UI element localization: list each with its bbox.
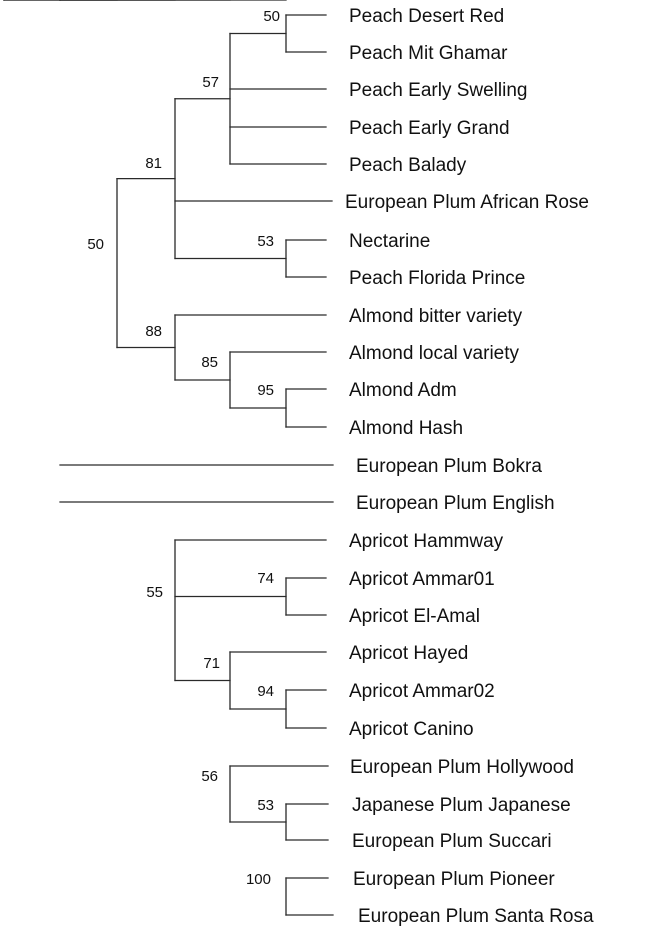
leaf-label: Peach Florida Prince (349, 268, 525, 289)
leaf-label: Almond local variety (349, 343, 520, 364)
leaf-label: Almond bitter variety (349, 306, 523, 327)
leaf-label: Apricot El-Amal (349, 606, 480, 627)
bootstrap-value: 100 (246, 871, 271, 888)
leaf-label: Almond Adm (349, 380, 457, 401)
leaf-label: European Plum Hollywood (350, 757, 574, 778)
leaf-label: Peach Early Swelling (349, 80, 527, 101)
bootstrap-value: 57 (202, 74, 219, 91)
tree-branches (3, 0, 334, 916)
bootstrap-value: 53 (257, 233, 274, 250)
leaf-label: European Plum Pioneer (353, 869, 555, 890)
leaf-label: Apricot Hammway (349, 531, 504, 552)
leaf-label: European Plum Santa Rosa (358, 906, 594, 927)
bootstrap-value: 85 (201, 354, 218, 371)
bootstrap-support-values: 50 57 53 81 95 85 88 50 74 55 94 71 53 56 100 (87, 8, 280, 888)
leaf-label: Japanese Plum Japanese (352, 795, 571, 816)
leaf-label: Apricot Ammar01 (349, 569, 495, 590)
leaf-label: Peach Mit Ghamar (349, 43, 508, 64)
bootstrap-value: 88 (145, 323, 162, 340)
bootstrap-value: 55 (146, 584, 163, 601)
bootstrap-value: 81 (145, 155, 162, 172)
bootstrap-value: 50 (263, 8, 280, 25)
leaf-label: Apricot Canino (349, 719, 474, 740)
bootstrap-value: 94 (257, 683, 274, 700)
leaf-label: Nectarine (349, 231, 430, 252)
leaf-label: European Plum Succari (352, 831, 552, 852)
leaf-label: Peach Desert Red (349, 6, 504, 27)
bootstrap-value: 53 (257, 797, 274, 814)
leaf-label: European Plum African Rose (345, 192, 589, 213)
leaf-label: European Plum Bokra (356, 456, 542, 477)
bootstrap-value: 95 (257, 382, 274, 399)
bootstrap-value: 74 (257, 570, 274, 587)
leaf-label: European Plum English (356, 493, 555, 514)
bootstrap-value: 56 (201, 768, 218, 785)
leaf-label: Almond Hash (349, 418, 463, 439)
bootstrap-value: 71 (203, 655, 220, 672)
leaf-label: Peach Balady (349, 155, 467, 176)
leaf-label: Apricot Ammar02 (349, 681, 495, 702)
bootstrap-value: 50 (87, 236, 104, 253)
leaf-label: Apricot Hayed (349, 643, 468, 664)
leaf-label: Peach Early Grand (349, 118, 510, 139)
